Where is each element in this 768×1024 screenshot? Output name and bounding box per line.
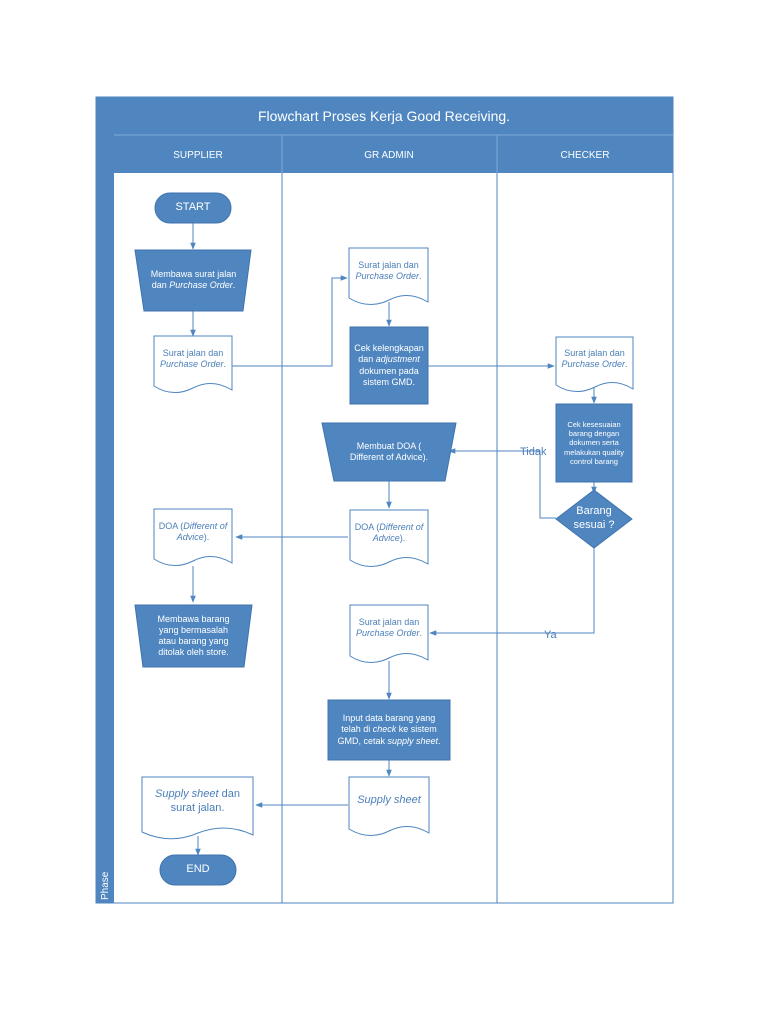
lane-header-supplier: SUPPLIER <box>173 150 222 161</box>
admin-doa-label: DOA (Different of Advice). <box>354 521 424 543</box>
phase-column <box>96 135 114 903</box>
arrow-supplier-doc-to-admin-doc <box>232 275 348 367</box>
admin-check-label: Cek kelengkapan dan adjustment dokumen p… <box>354 343 424 387</box>
checker-process <box>555 403 633 483</box>
supplier-doa-document <box>153 508 233 566</box>
start-label: START <box>175 201 211 214</box>
admin-input-process <box>327 699 451 761</box>
label-ya: Ya <box>544 629 558 641</box>
supplier-doc-label: Surat jalan dan Purchase Order. <box>159 347 227 369</box>
lane-header-gr-admin: GR ADMIN <box>364 150 413 161</box>
phase-label: Phase <box>100 871 111 900</box>
admin-supply-label: Supply sheet <box>357 794 421 807</box>
admin-supply-document <box>348 776 430 836</box>
admin-doa-manual-op <box>321 422 457 482</box>
doa-make-label: Membuat DOA ( Different of Advice). <box>349 440 429 462</box>
supplier-final-label: Supply sheet dan surat jalan. <box>154 788 241 814</box>
supplier-doa-label: DOA (Different of Advice). <box>158 520 228 542</box>
supplier-final-document <box>141 776 254 840</box>
supplier-document <box>153 335 233 393</box>
checker-process-label: Cek kesesuaian barang dengan dokumen ser… <box>563 419 625 467</box>
admin-input-label: Input data barang yang telah di check ke… <box>337 713 441 746</box>
diagram-title: Flowchart Proses Kerja Good Receiving. <box>258 108 510 124</box>
supplier-return-label: Membawa barang yang bermasalah atau bara… <box>157 613 230 658</box>
supplier-manual-input <box>134 249 252 312</box>
diagram-frame <box>95 96 674 904</box>
arrow-decision-yes-to-admin-doc2 <box>429 547 595 636</box>
supplier-input-label: Membawa surat jalan dan Purchase Order. <box>150 268 237 290</box>
lane-header-row <box>114 135 673 173</box>
title-bar <box>96 97 673 135</box>
lane-header-checker: CHECKER <box>561 150 610 161</box>
decision-diamond <box>555 489 633 549</box>
checker-document <box>555 336 634 392</box>
start-terminator <box>154 192 232 224</box>
decision-label: Barang sesuai ? <box>573 505 615 531</box>
admin-check-process <box>349 326 429 405</box>
admin-doa-document <box>349 509 429 567</box>
checker-doc-label: Surat jalan dan Purchase Order. <box>561 347 628 369</box>
arrow-decision-no-to-doa <box>448 448 556 519</box>
supplier-return-manual-op <box>134 604 253 668</box>
admin-document-2 <box>349 604 429 663</box>
end-terminator <box>159 854 237 886</box>
admin-document-1 <box>348 247 429 305</box>
end-label: END <box>186 863 210 876</box>
label-tidak: Tidak <box>520 446 547 458</box>
admin-doc2-label: Surat jalan dan Purchase Order. <box>355 616 423 638</box>
admin-doc1-label: Surat jalan dan Purchase Order. <box>355 259 422 281</box>
